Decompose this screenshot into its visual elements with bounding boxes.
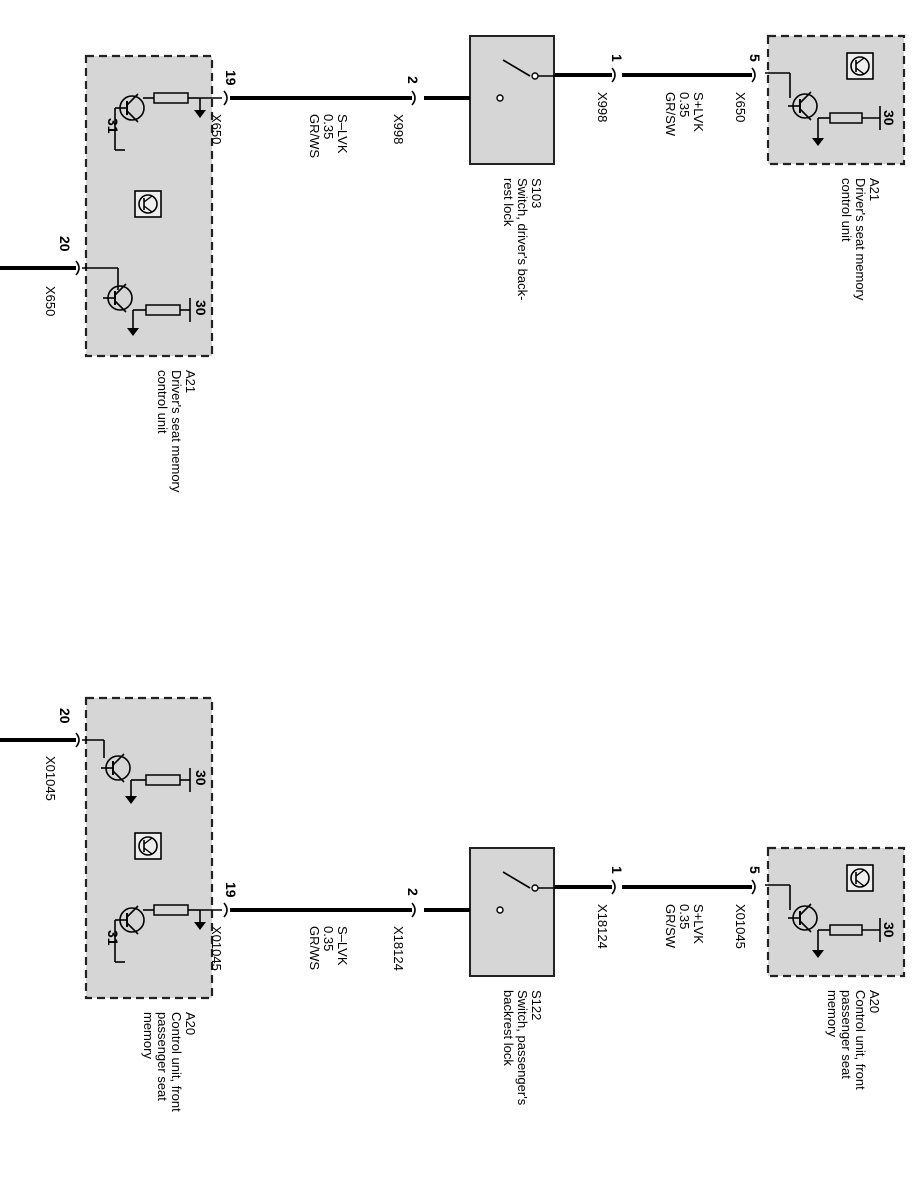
component-name: Switch, passenger's xyxy=(515,990,530,1106)
component-id: A21 xyxy=(183,370,198,393)
a20-upper-unit: 30 xyxy=(765,846,906,978)
ground-arrow-icon xyxy=(194,922,206,930)
component-name: Control unit, front xyxy=(169,1012,184,1112)
wire-signal: S+LVK xyxy=(691,904,706,944)
wire-signal: S–LVK xyxy=(335,926,350,966)
component-name: Switch, driver's back- xyxy=(515,178,530,300)
connector-label: X650 xyxy=(209,114,224,144)
component-name: control unit xyxy=(839,178,854,242)
wire-gauge: 0.35 xyxy=(321,114,336,139)
wire-color: GR/WS xyxy=(307,114,322,158)
connector-label: X01045 xyxy=(733,904,748,949)
svg-text:30: 30 xyxy=(881,110,897,126)
resistor-icon xyxy=(829,924,863,936)
memory-icon xyxy=(846,864,874,892)
connector-label: X998 xyxy=(595,92,610,122)
component-name: backrest lock xyxy=(501,990,516,1066)
svg-text:30: 30 xyxy=(881,922,897,938)
component-name: Control unit, front xyxy=(853,990,868,1090)
component-name: Driver's seat memory xyxy=(853,178,868,301)
ground-arrow-icon xyxy=(194,110,206,118)
component-id: A20 xyxy=(183,1012,198,1035)
pin-5: 5 xyxy=(747,866,763,874)
connector-label: X01045 xyxy=(209,926,224,971)
wire-color: GR/SW xyxy=(663,904,678,949)
component-name: passenger seat xyxy=(155,1012,170,1101)
resistor-icon xyxy=(153,904,189,916)
svg-text:31: 31 xyxy=(105,118,121,134)
component-id: S122 xyxy=(529,990,544,1020)
switch-s103 xyxy=(469,35,555,165)
resistor-icon xyxy=(145,774,181,786)
pin-2: 2 xyxy=(405,76,421,84)
component-id: A20 xyxy=(867,990,882,1013)
wire-color: GR/WS xyxy=(307,926,322,970)
pin-19: 19 xyxy=(223,882,239,898)
component-name: rest lock xyxy=(501,178,516,227)
ground-arrow-icon xyxy=(812,950,824,958)
memory-icon xyxy=(134,832,162,860)
wire-gauge: 0.35 xyxy=(321,926,336,951)
svg-text:31: 31 xyxy=(105,930,121,946)
wire-gauge: 0.35 xyxy=(677,92,692,117)
resistor-icon xyxy=(145,304,181,316)
resistor-icon xyxy=(829,112,863,124)
wire-gauge: 0.35 xyxy=(677,904,692,929)
connector-label: X01045 xyxy=(43,756,58,801)
wire-signal: S+LVK xyxy=(691,92,706,132)
connector-label: X998 xyxy=(391,114,406,144)
labels: 5 1 2 19 20 X650 X998 X998 X650 X650 S+L… xyxy=(43,54,882,1112)
connector-label: X18124 xyxy=(595,904,610,949)
component-name: memory xyxy=(141,1012,156,1059)
svg-text:30: 30 xyxy=(193,770,209,786)
memory-icon xyxy=(134,190,162,218)
svg-text:30: 30 xyxy=(193,300,209,316)
connector-label: X650 xyxy=(43,286,58,316)
component-name: passenger seat xyxy=(839,990,854,1079)
component-id: S103 xyxy=(529,178,544,208)
component-name: memory xyxy=(825,990,840,1037)
pin-2: 2 xyxy=(405,888,421,896)
a21-lower-unit: 31 30 xyxy=(82,54,222,358)
resistor-icon xyxy=(153,92,189,104)
pin-1: 1 xyxy=(609,866,625,874)
component-name: control unit xyxy=(155,370,170,434)
ground-arrow-icon xyxy=(812,138,824,146)
a20-lower-unit: 30 31 xyxy=(82,696,222,1000)
connector-label: X18124 xyxy=(391,926,406,971)
wire-color: GR/SW xyxy=(663,92,678,137)
component-id: A21 xyxy=(867,178,882,201)
ground-arrow-icon xyxy=(125,796,137,804)
a21-upper-unit: 30 xyxy=(765,34,906,166)
memory-icon xyxy=(846,52,874,80)
pin-19: 19 xyxy=(223,70,239,86)
pin-1: 1 xyxy=(609,54,625,62)
pin-5: 5 xyxy=(747,54,763,62)
component-name: Driver's seat memory xyxy=(169,370,184,493)
pin-20: 20 xyxy=(57,236,73,252)
ground-arrow-icon xyxy=(127,328,139,336)
pin-20: 20 xyxy=(57,708,73,724)
wire-signal: S–LVK xyxy=(335,114,350,154)
switch-s122 xyxy=(469,847,555,977)
connector-label: X650 xyxy=(733,92,748,122)
